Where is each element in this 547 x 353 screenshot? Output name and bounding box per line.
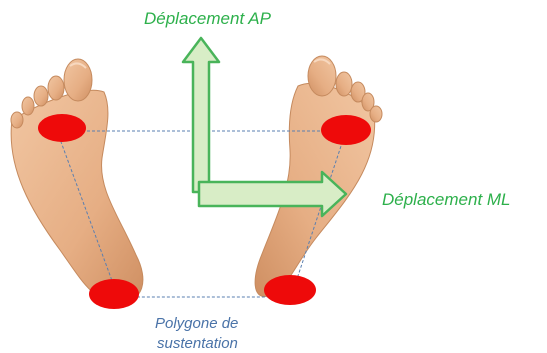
contact-zone-left-heel <box>89 279 139 309</box>
ap-arrow <box>183 38 219 192</box>
contact-zone-right-heel <box>264 275 316 305</box>
polygon-label-line1: Polygone de <box>155 315 238 332</box>
left-foot-icon <box>11 59 143 302</box>
ap-label: Déplacement AP <box>144 9 272 28</box>
ml-arrow <box>199 172 346 216</box>
polygon-label-line2: sustentation <box>157 335 238 352</box>
ml-label: Déplacement ML <box>382 190 511 209</box>
right-foot-icon <box>255 56 382 296</box>
contact-zone-right-forefoot <box>321 115 371 145</box>
contact-zone-left-forefoot <box>38 114 86 142</box>
